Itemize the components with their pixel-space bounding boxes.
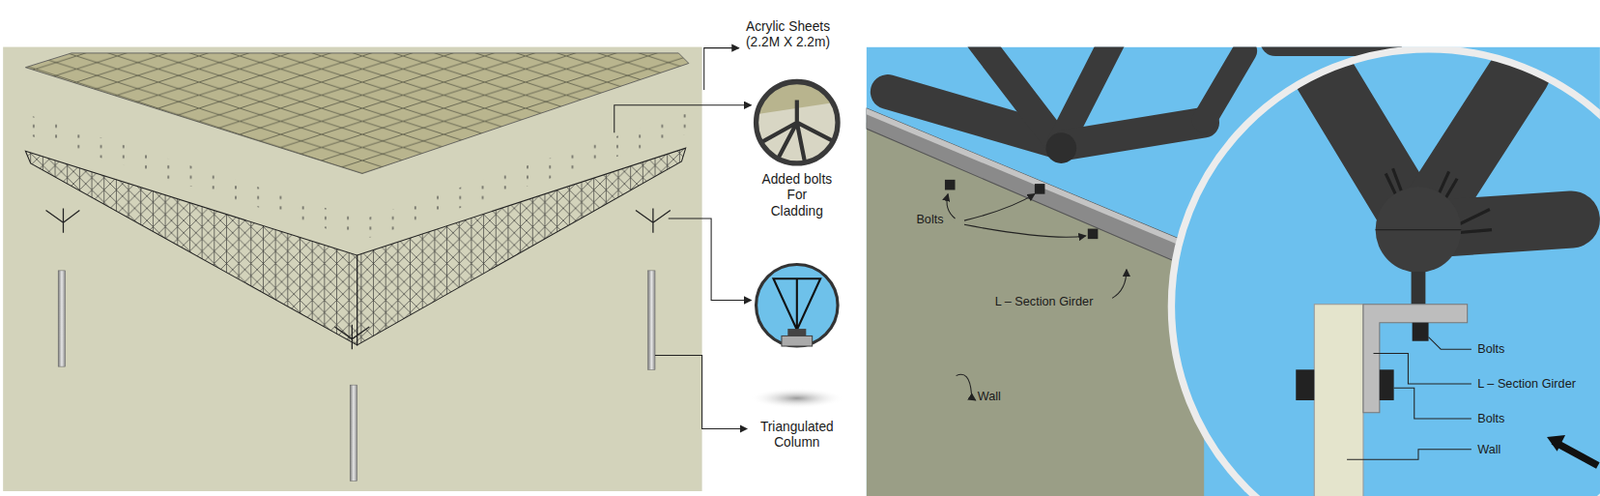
bolt-dots — [20, 110, 696, 240]
leader-lines — [946, 194, 1127, 400]
callout-label: Bolts — [915, 212, 943, 228]
callout-label: Bolts — [1477, 411, 1505, 427]
callout-label: L – Section Girder — [1477, 376, 1576, 392]
leader-lines — [614, 48, 752, 429]
callout-label: Acrylic Sheets (2.2M X 2.2m) — [745, 18, 853, 50]
column-heads — [46, 207, 671, 349]
callout-label: Wall — [977, 388, 1001, 403]
callout-label: Added bolts For Cladding — [759, 171, 835, 219]
inset-detail — [1163, 47, 1600, 496]
pointer-arrow — [1546, 434, 1566, 452]
girder — [866, 108, 1195, 270]
space-frame — [357, 147, 686, 345]
bolt-detail-circle — [756, 81, 838, 169]
column — [57, 270, 65, 367]
bolt — [944, 179, 956, 191]
callout-label: Wall — [1477, 441, 1501, 457]
column — [648, 270, 656, 370]
inset-ring — [1171, 49, 1600, 496]
left-panel — [2, 47, 702, 491]
column — [349, 384, 357, 481]
bolt — [1087, 228, 1099, 240]
column-detail-circle — [756, 264, 838, 346]
callout-label: Bolts — [1477, 342, 1505, 357]
girder-top — [866, 108, 1195, 252]
space-frame — [25, 150, 357, 345]
bolt — [1034, 183, 1046, 195]
shadow — [749, 387, 844, 408]
callout-label: Triangulated Column — [743, 418, 851, 450]
callout-label: L – Section Girder — [995, 293, 1094, 309]
node-sphere — [1046, 132, 1078, 164]
